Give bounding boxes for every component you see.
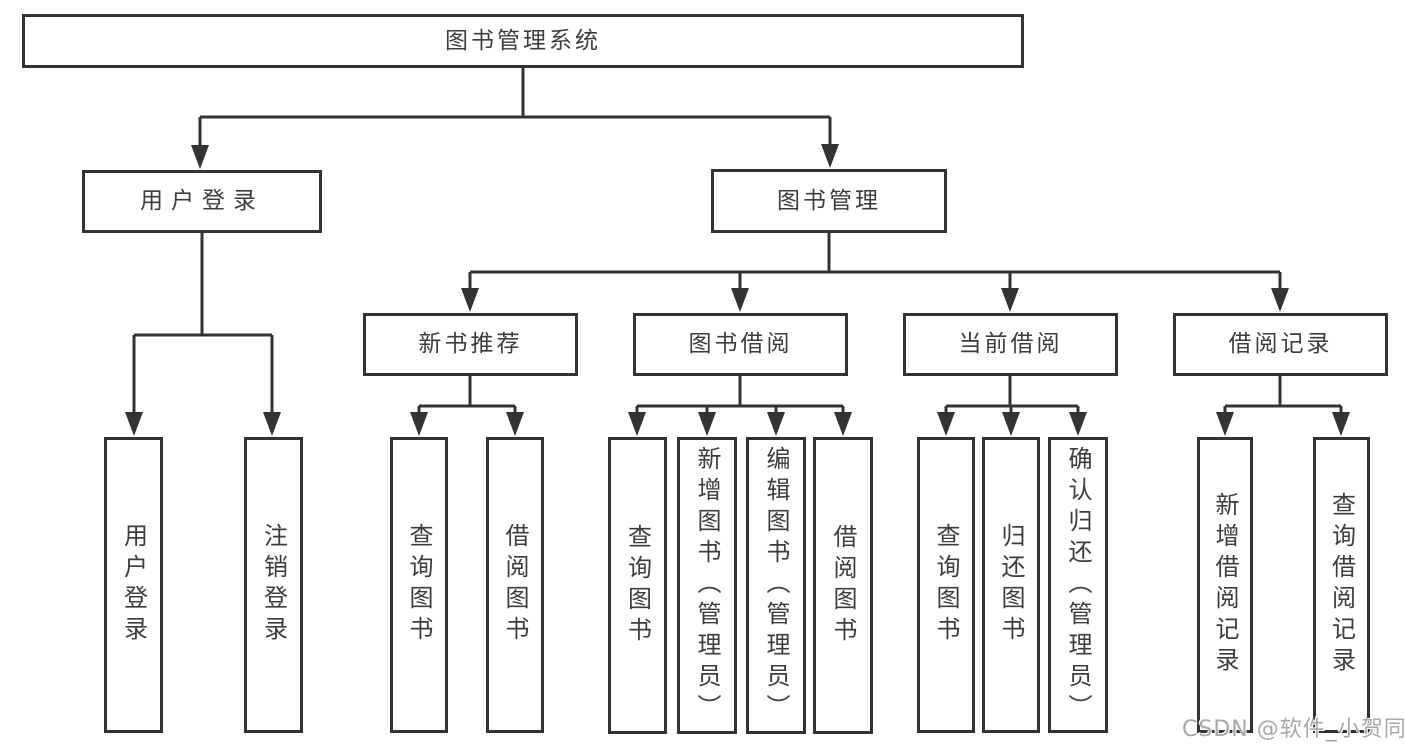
arrowhead [937,412,955,436]
node-label: 查询图书 [405,523,433,647]
node-leaf-borrow-book: 借阅图书 [813,437,873,734]
arrowhead [1002,412,1020,436]
node-label: 查询图书 [932,523,960,647]
arrowhead [767,412,785,436]
connector-arrowheads [125,144,1350,436]
node-label: 注销登录 [259,523,288,647]
node-leaf-borrow-book: 借阅图书 [486,437,544,733]
node-label: 借阅图书 [501,523,529,647]
node-label: 查询图书 [623,523,652,648]
node-leaf-query-book: 查询图书 [917,437,975,733]
arrowhead [461,288,479,312]
arrowhead [263,412,281,436]
connector-userlogin-to-children [132,233,274,413]
node-user-login: 用户登录 [82,170,322,233]
node-leaf-add-book-admin: 新增图书（管理员） [677,437,737,734]
node-leaf-query-book: 查询图书 [390,437,448,733]
arrowhead [1271,288,1289,312]
node-label: 编辑图书（管理员） [762,446,790,725]
arrowhead [1216,412,1234,436]
node-leaf-logout: 注销登录 [244,437,303,733]
arrowhead [125,412,143,436]
arrowhead [698,412,716,436]
arrowhead [731,288,749,312]
node-label: 用户登录 [119,523,148,647]
node-library-management-system: 图书管理系统 [22,14,1024,68]
node-leaf-return-book: 归还图书 [982,437,1040,733]
connector-root-to-level2 [198,68,832,145]
connector-borrowrecords-to-children [1223,376,1343,413]
node-label: 归还图书 [997,523,1025,647]
connector-bookmgmt-to-level3 [468,233,1282,290]
node-leaf-confirm-return-admin: 确认归还（管理员） [1048,437,1108,733]
arrowhead [1332,412,1350,436]
node-leaf-add-borrow-record: 新增借阅记录 [1197,437,1253,733]
connector-currentborrow-to-children [944,376,1080,413]
node-label: 借阅图书 [829,523,857,648]
arrowhead [834,412,852,436]
node-leaf-edit-book-admin: 编辑图书（管理员） [746,437,806,734]
connector-bookborrow-to-children [635,376,845,413]
node-leaf-query-book: 查询图书 [608,437,667,734]
node-book-management: 图书管理 [711,169,947,233]
node-borrowing-records: 借阅记录 [1173,313,1388,376]
node-label: 查询借阅记录 [1327,492,1356,678]
arrowhead [1001,288,1019,312]
node-current-borrowing: 当前借阅 [903,313,1118,376]
arrowhead [410,412,428,436]
arrowhead [1069,412,1087,436]
node-label: 确认归还（管理员） [1064,445,1092,725]
csdn-watermark: CSDN @软件_小贺同学 [1182,717,1405,742]
node-leaf-query-borrow-record: 查询借阅记录 [1313,437,1370,733]
arrowhead [628,412,646,436]
node-label: 新增图书（管理员） [693,446,721,725]
node-leaf-user-login: 用户登录 [104,437,163,733]
node-book-borrowing: 图书借阅 [633,313,848,376]
node-new-book-recommendation: 新书推荐 [363,313,578,376]
connector-newbookrec-to-children [417,376,517,413]
arrowhead [506,412,524,436]
arrowhead [821,144,839,168]
node-label: 新增借阅记录 [1211,492,1239,678]
arrowhead [191,145,209,169]
